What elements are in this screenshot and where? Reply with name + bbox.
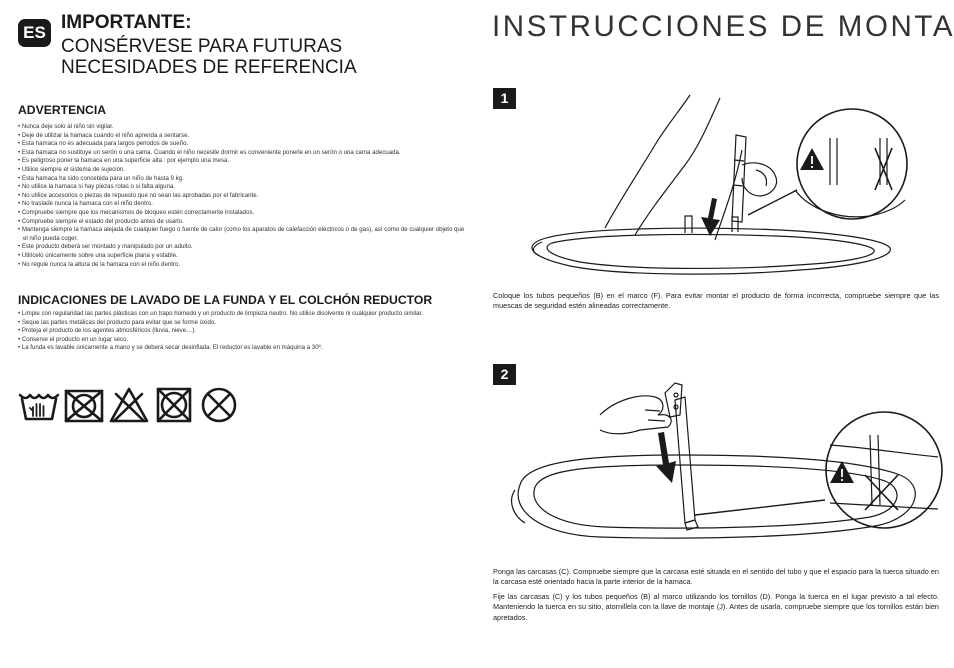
- step-1-text: Coloque los tubos pequeños (B) en el mar…: [493, 291, 939, 311]
- warning-item: Esta hamaca no es adecuada para largos p…: [18, 140, 468, 149]
- language-badge: ES: [18, 19, 51, 47]
- do-not-dry-clean-icon: [156, 387, 192, 423]
- washing-item: Seque las partes metálicas del producto …: [18, 319, 468, 328]
- important-line-1: CONSÉRVESE PARA FUTURAS: [61, 36, 343, 57]
- warning-item: No regule nunca la altura de la hamaca c…: [18, 261, 468, 270]
- do-not-tumble-dry-icon: [64, 389, 104, 423]
- warning-item: Esta hamaca no sustituye un serón o una …: [18, 149, 468, 158]
- warning-list: Nunca deje solo al niño sin vigilar. Dej…: [18, 123, 468, 269]
- warning-item: No utilice accesorios o piezas de repues…: [18, 192, 468, 201]
- important-heading: IMPORTANTE:: [61, 12, 192, 33]
- page-title: INSTRUCCIONES DE MONTAJE: [492, 10, 954, 43]
- warning-item: Esta hamaca ha sido concebida para un ni…: [18, 175, 468, 184]
- washing-item: Conserve el producto en un lugar seco.: [18, 336, 468, 345]
- warning-item: Es peligroso poner la hamaca en una supe…: [18, 157, 468, 166]
- washing-item: Proteja el producto de los agentes atmos…: [18, 327, 468, 336]
- hand-wash-icon: [18, 393, 60, 421]
- warning-title: ADVERTENCIA: [18, 103, 107, 117]
- step-2-number: 2: [493, 364, 516, 385]
- warning-item: No traslade nunca la hamaca con el niño …: [18, 200, 468, 209]
- step-2-illustration: [511, 382, 943, 539]
- step-2-text-2: Fije las carcasas (C) y los tubos pequeñ…: [493, 592, 939, 622]
- warning-item: Compruebe siempre que los mecanismos de …: [18, 209, 468, 218]
- step-1-illustration: [531, 94, 908, 275]
- warning-item: Utilícelo únicamente sobre una superfici…: [18, 252, 468, 261]
- warning-item: Utilice siempre el sistema de sujeción.: [18, 166, 468, 175]
- step-1-number: 1: [493, 88, 516, 109]
- washing-item: La funda es lavable únicamente a mano y …: [18, 344, 468, 353]
- warning-item: Mantenga siempre la hamaca alejada de cu…: [18, 226, 468, 243]
- warning-item: No utilice la hamaca si hay piezas rotas…: [18, 183, 468, 192]
- washing-item: Limpie con regularidad las partes plásti…: [18, 310, 468, 319]
- do-not-bleach-icon: [109, 387, 149, 423]
- warning-item: Compruebe siempre el estado del producto…: [18, 218, 468, 227]
- care-symbols: [18, 387, 237, 423]
- warning-item: Nunca deje solo al niño sin vigilar.: [18, 123, 468, 132]
- washing-list: Limpie con regularidad las partes plásti…: [18, 310, 468, 353]
- warning-item: Este producto deberá ser montado y manip…: [18, 243, 468, 252]
- step-2-text-1: Ponga las carcasas (C). Compruebe siempr…: [493, 567, 939, 587]
- important-line-2: NECESIDADES DE REFERENCIA: [61, 57, 357, 78]
- washing-title: INDICACIONES DE LAVADO DE LA FUNDA Y EL …: [18, 293, 433, 307]
- warning-item: Deje de utilizar la hamaca cuando el niñ…: [18, 132, 468, 141]
- do-not-iron-icon: [201, 387, 237, 423]
